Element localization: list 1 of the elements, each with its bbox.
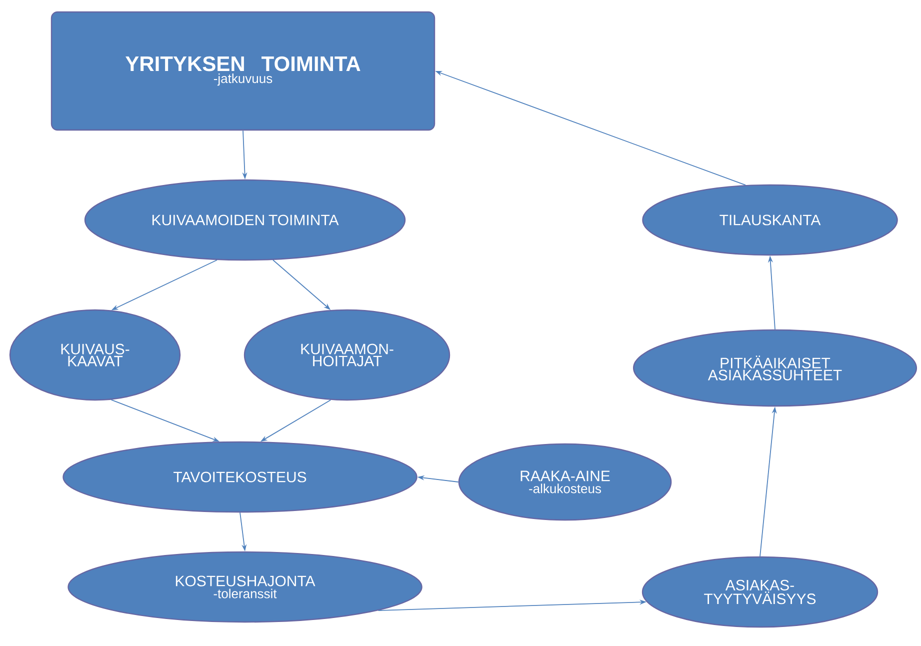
title-box: YRITYKSEN TOIMINTA -jatkuvuus (50, 11, 436, 131)
